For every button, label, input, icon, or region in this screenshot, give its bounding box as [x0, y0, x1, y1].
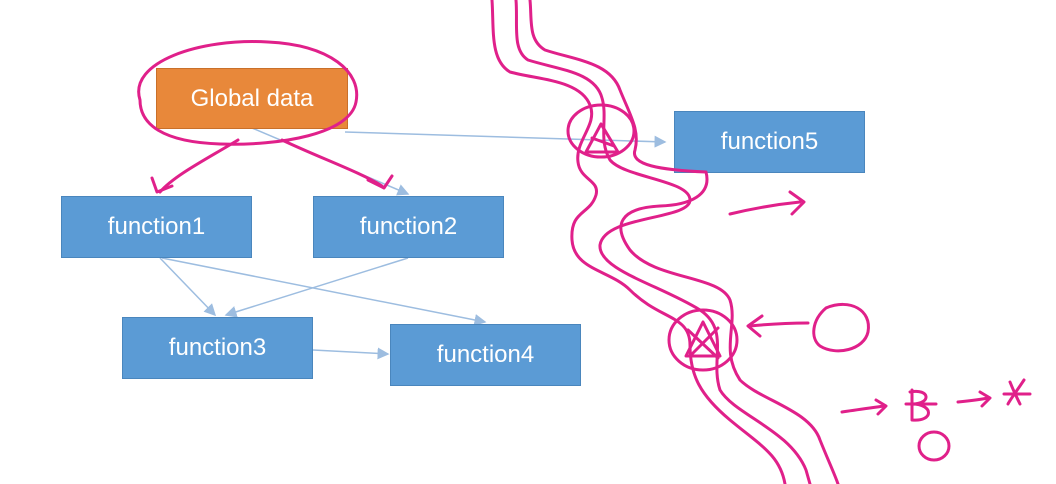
annotation-symbol-x — [1002, 378, 1032, 406]
edge-function1-to-function3 — [159, 257, 217, 317]
function4-box: function4 — [390, 324, 581, 386]
annotation-arrow-bottom-2 — [956, 396, 990, 404]
function2-box: function2 — [313, 196, 504, 258]
annotation-arrowhead-small — [788, 190, 806, 216]
function1-label: function1 — [107, 213, 206, 240]
annotation-flow-inner — [514, 0, 812, 484]
global-data-box: Global data — [156, 68, 348, 129]
annotation-arrowhead-bottom-1 — [874, 398, 888, 416]
global-data-label: Global data — [190, 84, 314, 112]
annotation-loose-circle — [812, 302, 870, 353]
function3-label: function3 — [168, 334, 267, 361]
annotation-flow-left — [490, 0, 787, 484]
annotation-cross-lower — [686, 326, 720, 360]
annotation-arrowhead-bottom-2 — [978, 390, 992, 408]
annotation-arrowhead-to-circle — [746, 314, 764, 338]
function5-box: function5 — [674, 111, 865, 173]
function2-label: function2 — [359, 213, 458, 240]
annotation-arrowhead-function2 — [366, 174, 394, 190]
edge-function2-to-function3 — [224, 257, 409, 318]
annotation-flow-right — [528, 0, 840, 484]
annotation-arrow-to-circle — [748, 321, 810, 328]
function5-label: function5 — [720, 128, 819, 155]
annotation-small-circle — [917, 430, 951, 462]
function1-box: function1 — [61, 196, 252, 258]
annotation-circle-upper — [566, 103, 636, 159]
function3-box: function3 — [122, 317, 313, 379]
function4-label: function4 — [436, 341, 535, 368]
annotation-triangle-lower — [684, 320, 722, 358]
edge-function3-to-function4 — [312, 347, 390, 360]
annotation-arrow-to-function1 — [158, 138, 240, 194]
annotation-arrow-bottom-1 — [840, 404, 886, 414]
edge-function1-to-function4 — [161, 257, 487, 326]
annotation-arrow-small — [728, 200, 802, 216]
annotation-triangle-upper-line — [590, 136, 616, 148]
annotation-circle-lower — [667, 308, 739, 372]
annotation-circle-global — [137, 40, 359, 146]
annotation-arrowhead-function1 — [150, 176, 174, 194]
annotation-symbol-b — [904, 388, 938, 422]
